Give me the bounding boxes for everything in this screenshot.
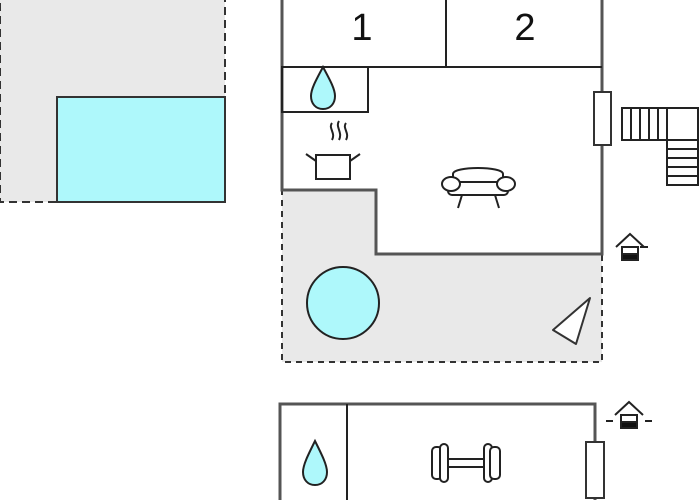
water-drop-icon: [309, 64, 337, 111]
staircase-icon: [621, 107, 699, 186]
bathroom-upper: [281, 66, 369, 113]
room-label-2: 2: [514, 7, 535, 49]
terrace: [281, 189, 603, 363]
swimming-pool: [56, 96, 226, 203]
door-icon: [593, 91, 612, 146]
water-drop-icon: [301, 438, 329, 487]
house-entrance-icon: [615, 232, 648, 261]
main-building-wall: [280, 0, 604, 256]
dumbbell-icon: [431, 443, 501, 483]
triangle-sail-icon: [552, 297, 591, 345]
cooking-pot-icon: [305, 120, 361, 180]
pool-area: [0, 0, 226, 203]
lower-building: [278, 402, 605, 500]
door-icon: [585, 441, 605, 499]
round-pool: [306, 266, 380, 340]
main-building: 1 2: [280, 0, 612, 256]
sofa-icon: [441, 167, 516, 209]
room-label-1: 1: [351, 7, 372, 49]
house-entrance-icon: [606, 400, 652, 429]
